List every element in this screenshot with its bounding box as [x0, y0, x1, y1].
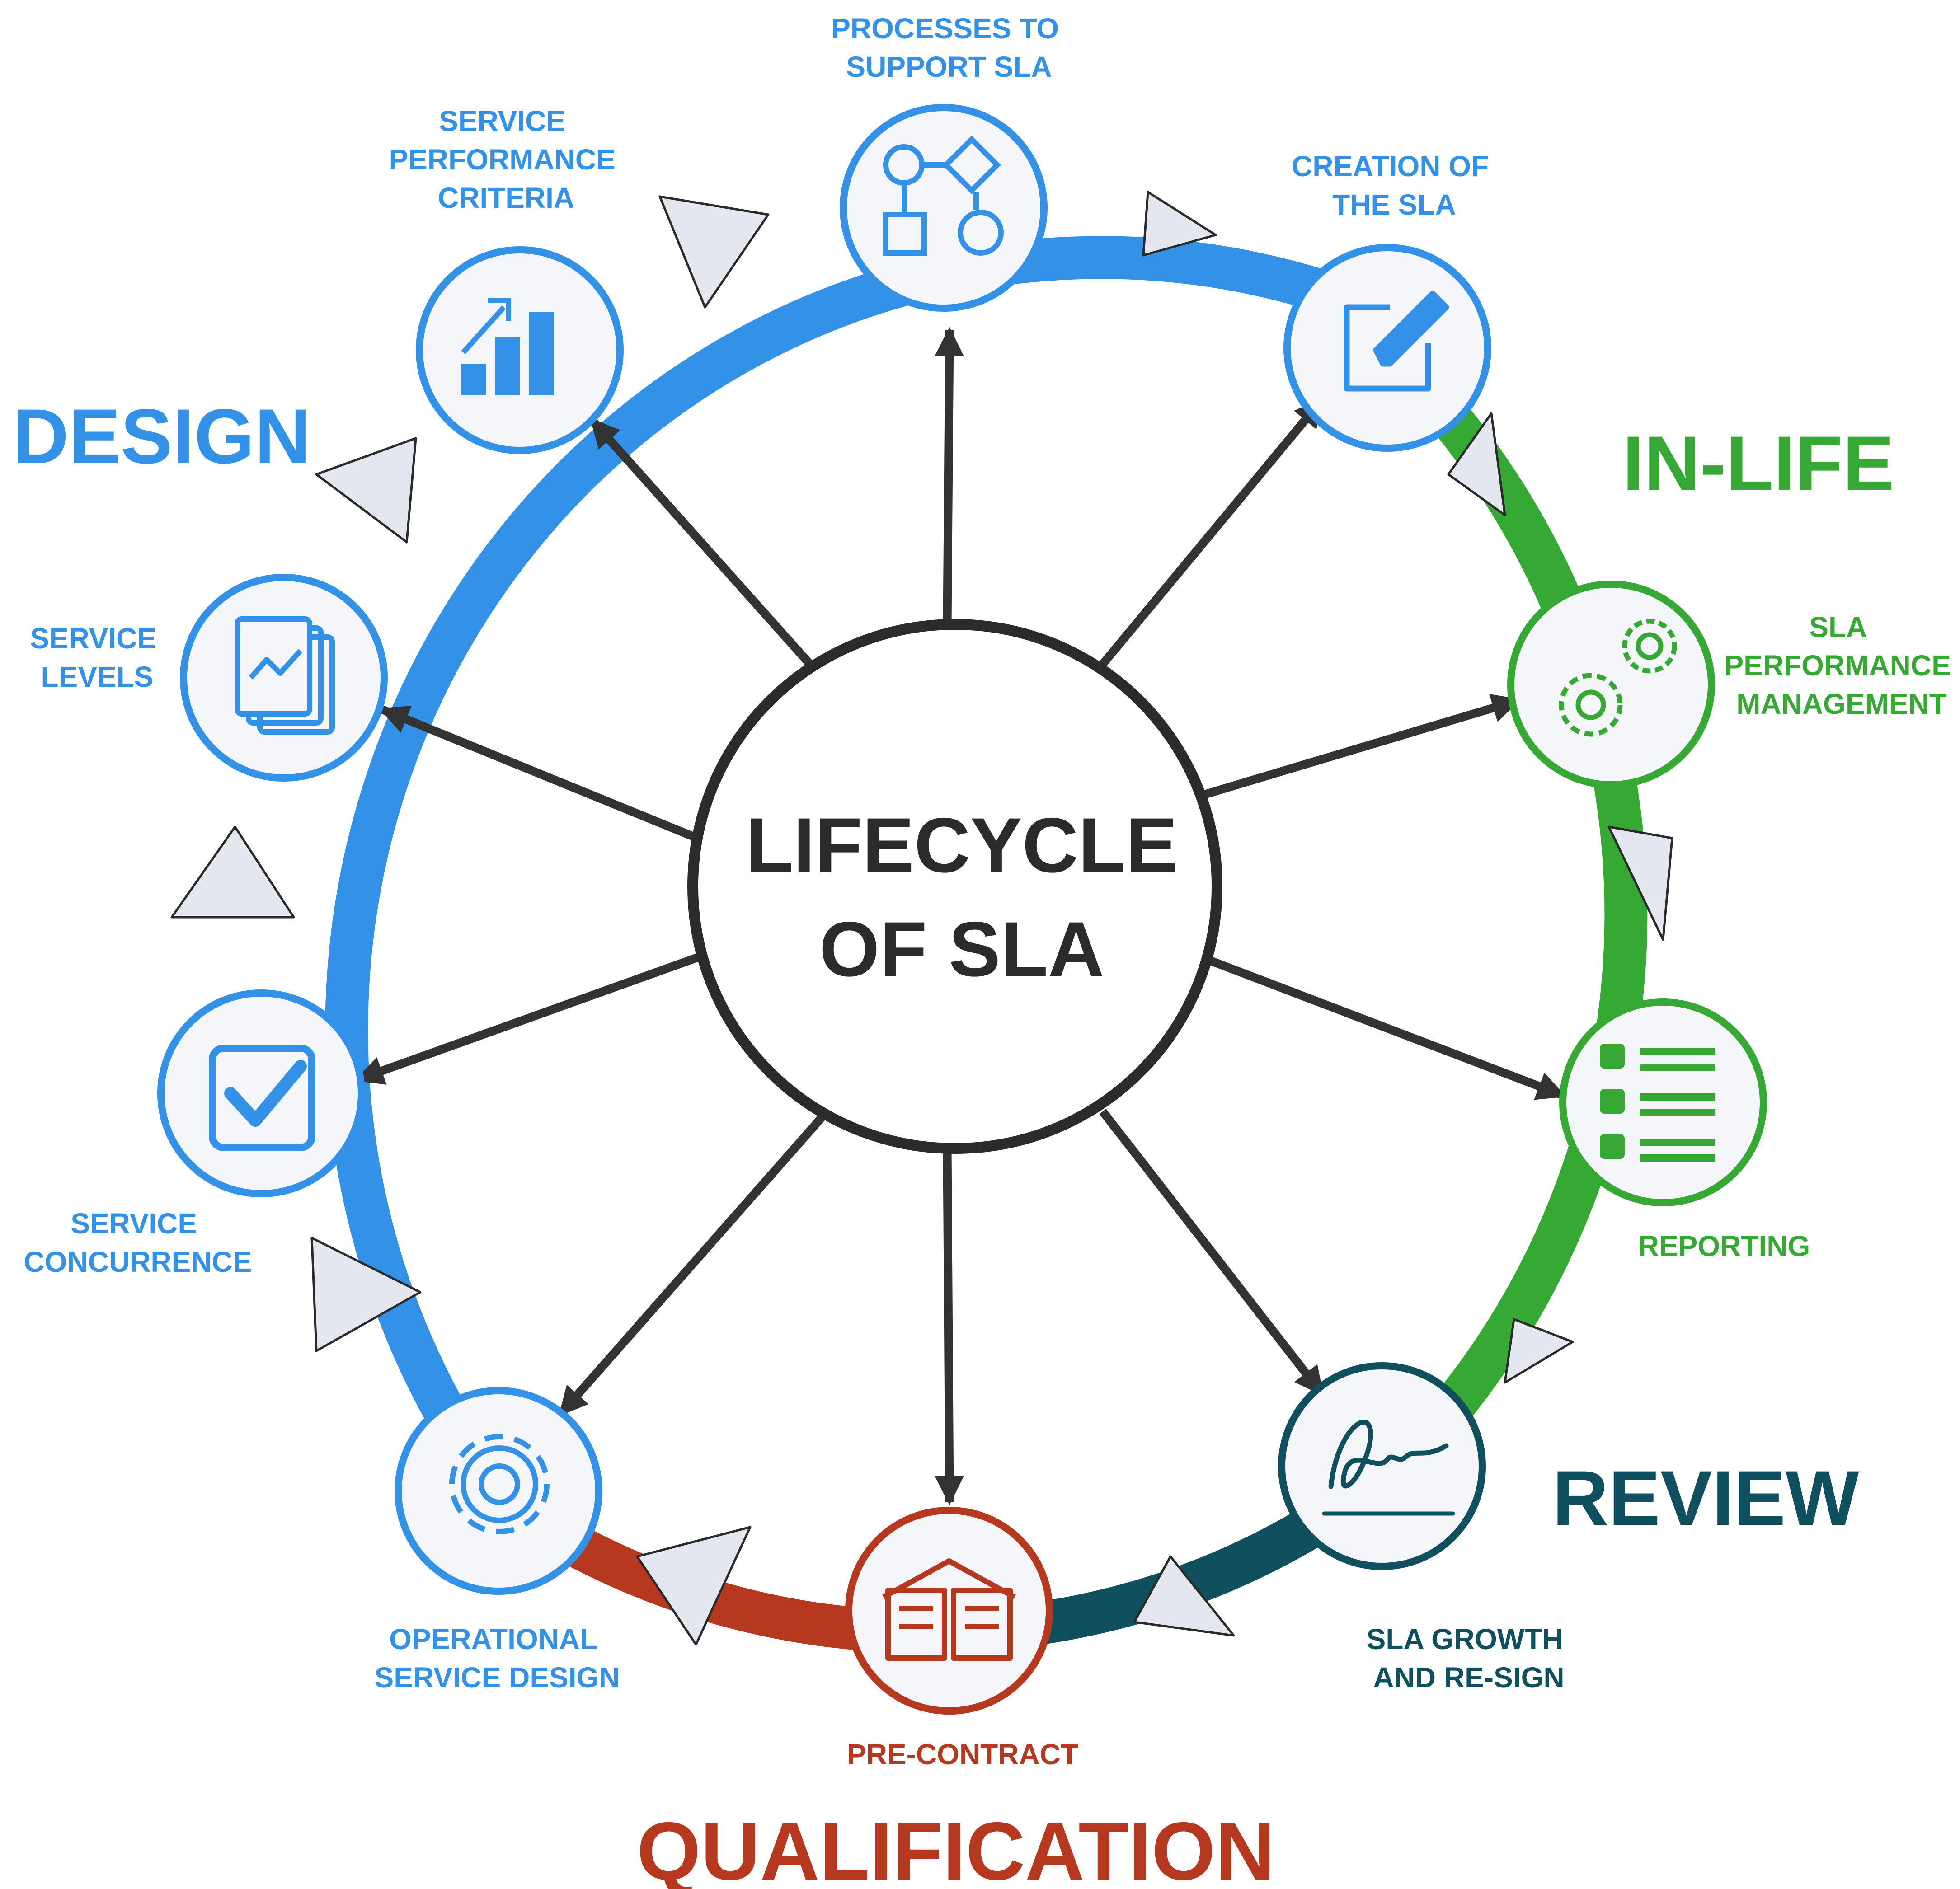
node-growth [1278, 1362, 1486, 1570]
spoke-arrows [354, 327, 1567, 1505]
phase-in-life: IN-LIFE [1622, 420, 1894, 507]
ring-arrow-1 [1142, 191, 1217, 257]
phase-design: DESIGN [13, 393, 310, 480]
ring-arrow-7 [310, 1237, 422, 1352]
spoke-concurrence [354, 952, 705, 1085]
flowchart-icon [883, 135, 1004, 256]
center-hub: LIFECYCLE OF SLA [687, 619, 1222, 1154]
label-growth: SLA GROWTH AND RE-SIGN [1367, 1623, 1571, 1694]
label-creation: CREATION OF THE SLA [1292, 150, 1497, 221]
gears-icon [1559, 619, 1677, 737]
node-operational [395, 1387, 602, 1595]
ring-arrow-10 [658, 195, 770, 309]
node-concurrence [157, 989, 365, 1197]
label-operational: OPERATIONAL SERVICE DESIGN [375, 1623, 620, 1694]
node-growth-circle [1278, 1362, 1486, 1570]
book-icon [882, 1558, 1016, 1661]
stage-labels: PROCESSES TO SUPPORT SLA CREATION OF THE… [24, 12, 1959, 1771]
center-circle [687, 619, 1222, 1154]
phase-labels: DESIGN IN-LIFE REVIEW QUALIFICATION [13, 393, 1894, 1889]
spoke-creation [1099, 397, 1325, 667]
node-reporting [1559, 998, 1767, 1206]
ring-arrow-5 [1133, 1555, 1235, 1637]
node-levels [180, 574, 388, 782]
label-levels: SERVICE LEVELS [30, 622, 165, 693]
edit-document-icon [1344, 291, 1449, 392]
node-pre-contract-circle [845, 1507, 1053, 1715]
phase-review: REVIEW [1552, 1455, 1859, 1542]
center-title-line1: LIFECYCLE [746, 802, 1178, 889]
ring-arrow-4 [1504, 1318, 1574, 1384]
label-processes: PROCESSES TO SUPPORT SLA [831, 12, 1067, 83]
node-processes-circle [840, 104, 1048, 312]
ring-arrow-8 [170, 825, 295, 919]
node-criteria [416, 246, 624, 454]
ring-arrow-2 [1447, 412, 1506, 516]
spoke-processes [935, 327, 964, 626]
node-concurrence-circle [157, 989, 365, 1197]
node-reporting-circle [1559, 998, 1767, 1206]
label-concurrence: SERVICE CONCURRENCE [24, 1207, 252, 1278]
ring-direction-arrows [170, 191, 1673, 1646]
gear-icon [449, 1434, 550, 1534]
bar-chart-icon [461, 298, 554, 395]
spoke-criteria [588, 417, 822, 676]
label-pre-contract: PRE-CONTRACT [847, 1738, 1078, 1771]
spoke-sla-performance [1204, 694, 1522, 799]
node-sla-performance [1507, 581, 1715, 788]
node-processes [840, 104, 1048, 312]
phase-qualification: QUALIFICATION [637, 1805, 1275, 1889]
spoke-operational [557, 1108, 831, 1417]
spoke-levels [379, 705, 705, 844]
spoke-reporting [1207, 956, 1567, 1100]
ring-arrow-3 [1607, 825, 1673, 941]
ring-arrow-9 [315, 437, 417, 544]
checkbox-icon [209, 1045, 315, 1151]
spoke-growth [1099, 1109, 1325, 1397]
report-pages-icon [235, 616, 335, 735]
spoke-pre-contract [935, 1147, 964, 1505]
label-sla-performance: SLA PERFORMANCE MANAGEMENT [1724, 611, 1959, 720]
node-creation [1283, 244, 1491, 452]
label-reporting: REPORTING [1638, 1230, 1810, 1262]
node-pre-contract [845, 1507, 1053, 1715]
label-criteria: SERVICE PERFORMANCE CRITERIA [389, 105, 623, 214]
node-operational-circle [395, 1387, 602, 1595]
ring-arrow-6 [636, 1526, 752, 1646]
list-icon [1600, 1044, 1715, 1162]
signature-icon [1322, 1420, 1455, 1516]
center-title-line2: OF SLA [819, 906, 1105, 993]
